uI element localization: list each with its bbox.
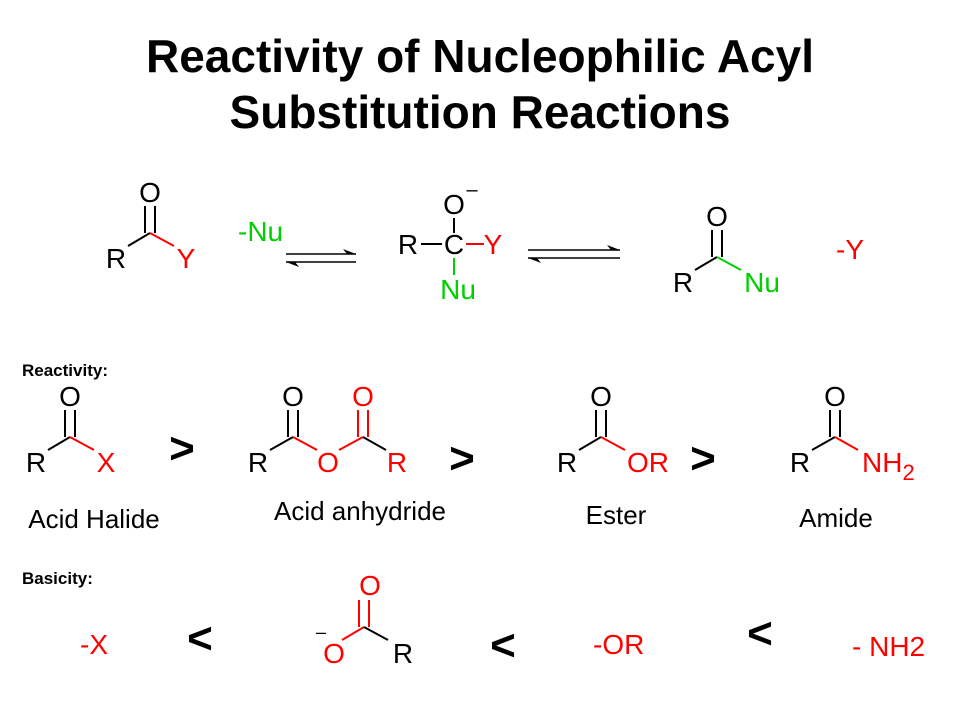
equilibrium-arrow-2	[528, 245, 620, 263]
ester-or-group: OR	[627, 447, 669, 478]
equilibrium-arrow-1	[286, 249, 356, 267]
amide-r-group: R	[790, 447, 810, 478]
anhydride-bridge-oxygen: O	[317, 447, 339, 478]
acid-anhydride-structure: O O R O R	[248, 381, 407, 478]
less-than-3: <	[747, 609, 773, 658]
negative-charge: –	[466, 179, 478, 201]
ester-oxygen: O	[590, 381, 612, 412]
basicity-label: Basicity:	[22, 569, 93, 588]
reactivity-label: Reactivity:	[22, 361, 108, 380]
product-r-group: R	[673, 267, 693, 298]
acid-halide-oxygen: O	[59, 381, 81, 412]
halide-ion: -X	[80, 629, 108, 660]
carboxylate-oxygen: O	[323, 638, 345, 669]
reactant-r-group: R	[106, 243, 126, 274]
intermediate-carbon: C	[444, 229, 464, 260]
carboxylate-top-oxygen: O	[359, 570, 381, 601]
amide-nh-group: NH2	[862, 447, 915, 485]
reactant-oxygen: O	[139, 177, 161, 208]
nucleophile-reagent: -Nu	[238, 216, 283, 247]
greater-than-3: >	[690, 434, 716, 483]
greater-than-2: >	[449, 434, 475, 483]
intermediate-leaving-group: Y	[484, 229, 503, 260]
product-oxygen: O	[706, 201, 728, 232]
carboxylate-charge: –	[316, 622, 326, 642]
anhydride-oxygen-2: O	[352, 381, 374, 412]
amide-subscript: 2	[902, 460, 914, 485]
greater-than-1: >	[169, 424, 195, 473]
ester-r-group: R	[557, 447, 577, 478]
intermediate-r-group: R	[398, 229, 418, 260]
title-line-1: Reactivity of Nucleophilic Acyl	[145, 30, 815, 82]
acid-halide-r-group: R	[26, 447, 46, 478]
anhydride-r-group-2: R	[387, 447, 407, 478]
amide-nh-text: NH	[862, 447, 902, 478]
alkoxide-ion: -OR	[593, 629, 644, 660]
page-title: Reactivity of Nucleophilic Acyl Substitu…	[0, 28, 960, 140]
acid-halide-structure: O R X	[26, 381, 116, 478]
anhydride-oxygen-1: O	[282, 381, 304, 412]
amide-ion: - NH2	[852, 631, 925, 662]
ester-structure: O R OR	[557, 381, 669, 478]
less-than-1: <	[187, 614, 213, 663]
carboxylate-structure: O – O R	[316, 570, 413, 669]
amide-structure: O R NH2	[790, 381, 915, 485]
title-line-2: Substitution Reactions	[229, 86, 731, 138]
ester-name: Ester	[586, 500, 647, 530]
intermediate-oxygen: O	[443, 189, 465, 220]
amide-oxygen: O	[824, 381, 846, 412]
reactant-acyl-compound: O R Y	[106, 177, 196, 274]
acid-halide-halogen: X	[97, 447, 116, 478]
leaving-group-label: -Y	[836, 234, 864, 265]
anhydride-name: Acid anhydride	[274, 496, 446, 526]
less-than-2: <	[490, 621, 516, 670]
tetrahedral-intermediate: O – R C Y Nu	[398, 179, 503, 305]
product-nucleophile: Nu	[744, 267, 780, 298]
anhydride-r-group-1: R	[248, 447, 268, 478]
product-acyl-compound: O R Nu	[673, 201, 780, 298]
reactant-leaving-group: Y	[177, 243, 196, 274]
carboxylate-r-group: R	[393, 638, 413, 669]
intermediate-nucleophile: Nu	[440, 274, 476, 305]
acid-halide-name: Acid Halide	[28, 504, 160, 534]
amide-name: Amide	[799, 503, 873, 533]
